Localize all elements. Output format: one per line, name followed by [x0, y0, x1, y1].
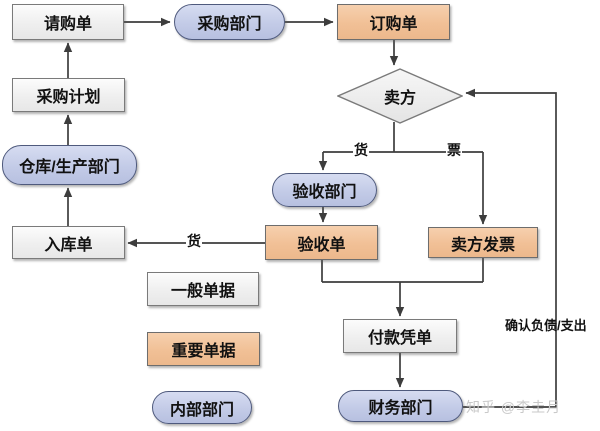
edge-label-goods-to-warehouse: 货	[186, 233, 202, 250]
edge-label-invoice-branch: 票	[446, 142, 462, 159]
node-order-form: 订购单	[337, 4, 450, 40]
node-label: 请购单	[43, 16, 92, 33]
node-label: 验收部门	[292, 184, 357, 201]
node-purchase-request: 请购单	[12, 4, 124, 40]
legend-label: 一般单据	[170, 283, 235, 300]
node-seller-decision: 卖方	[337, 68, 463, 124]
node-label: 卖方	[383, 90, 416, 107]
edge-label-goods-branch: 货	[353, 142, 369, 159]
legend-label: 内部部门	[169, 401, 234, 419]
node-label: 验收单	[297, 236, 346, 254]
legend-important-document: 重要单据	[147, 332, 260, 366]
legend-general-document: 一般单据	[147, 272, 259, 306]
node-label: 财务部门	[368, 400, 433, 417]
node-payment-voucher: 付款凭单	[343, 319, 457, 353]
node-label: 采购部门	[197, 16, 262, 33]
node-purchase-plan: 采购计划	[12, 78, 125, 112]
node-label: 卖方发票	[450, 236, 515, 254]
watermark-text: 知乎 @李圭月	[466, 399, 562, 415]
node-purchasing-dept: 采购部门	[174, 4, 285, 40]
edge-label-confirm-liability: 确认负债/支出	[505, 318, 587, 333]
node-inspection-form: 验收单	[265, 225, 378, 260]
node-warehouse-dept: 仓库/生产部门	[2, 145, 137, 185]
node-label: 采购计划	[36, 89, 101, 106]
node-label: 订购单	[369, 16, 418, 33]
node-label: 仓库/生产部门	[19, 159, 120, 176]
node-seller-invoice: 卖方发票	[428, 227, 538, 258]
node-warehouse-receipt: 入库单	[12, 226, 125, 259]
legend-internal-dept: 内部部门	[152, 391, 252, 424]
node-finance-dept: 财务部门	[338, 390, 463, 422]
node-label: 付款凭单	[367, 330, 432, 347]
diamond-shape	[337, 68, 463, 124]
legend-label: 重要单据	[171, 343, 236, 360]
node-inspection-dept: 验收部门	[272, 173, 377, 207]
node-label: 入库单	[44, 236, 93, 254]
